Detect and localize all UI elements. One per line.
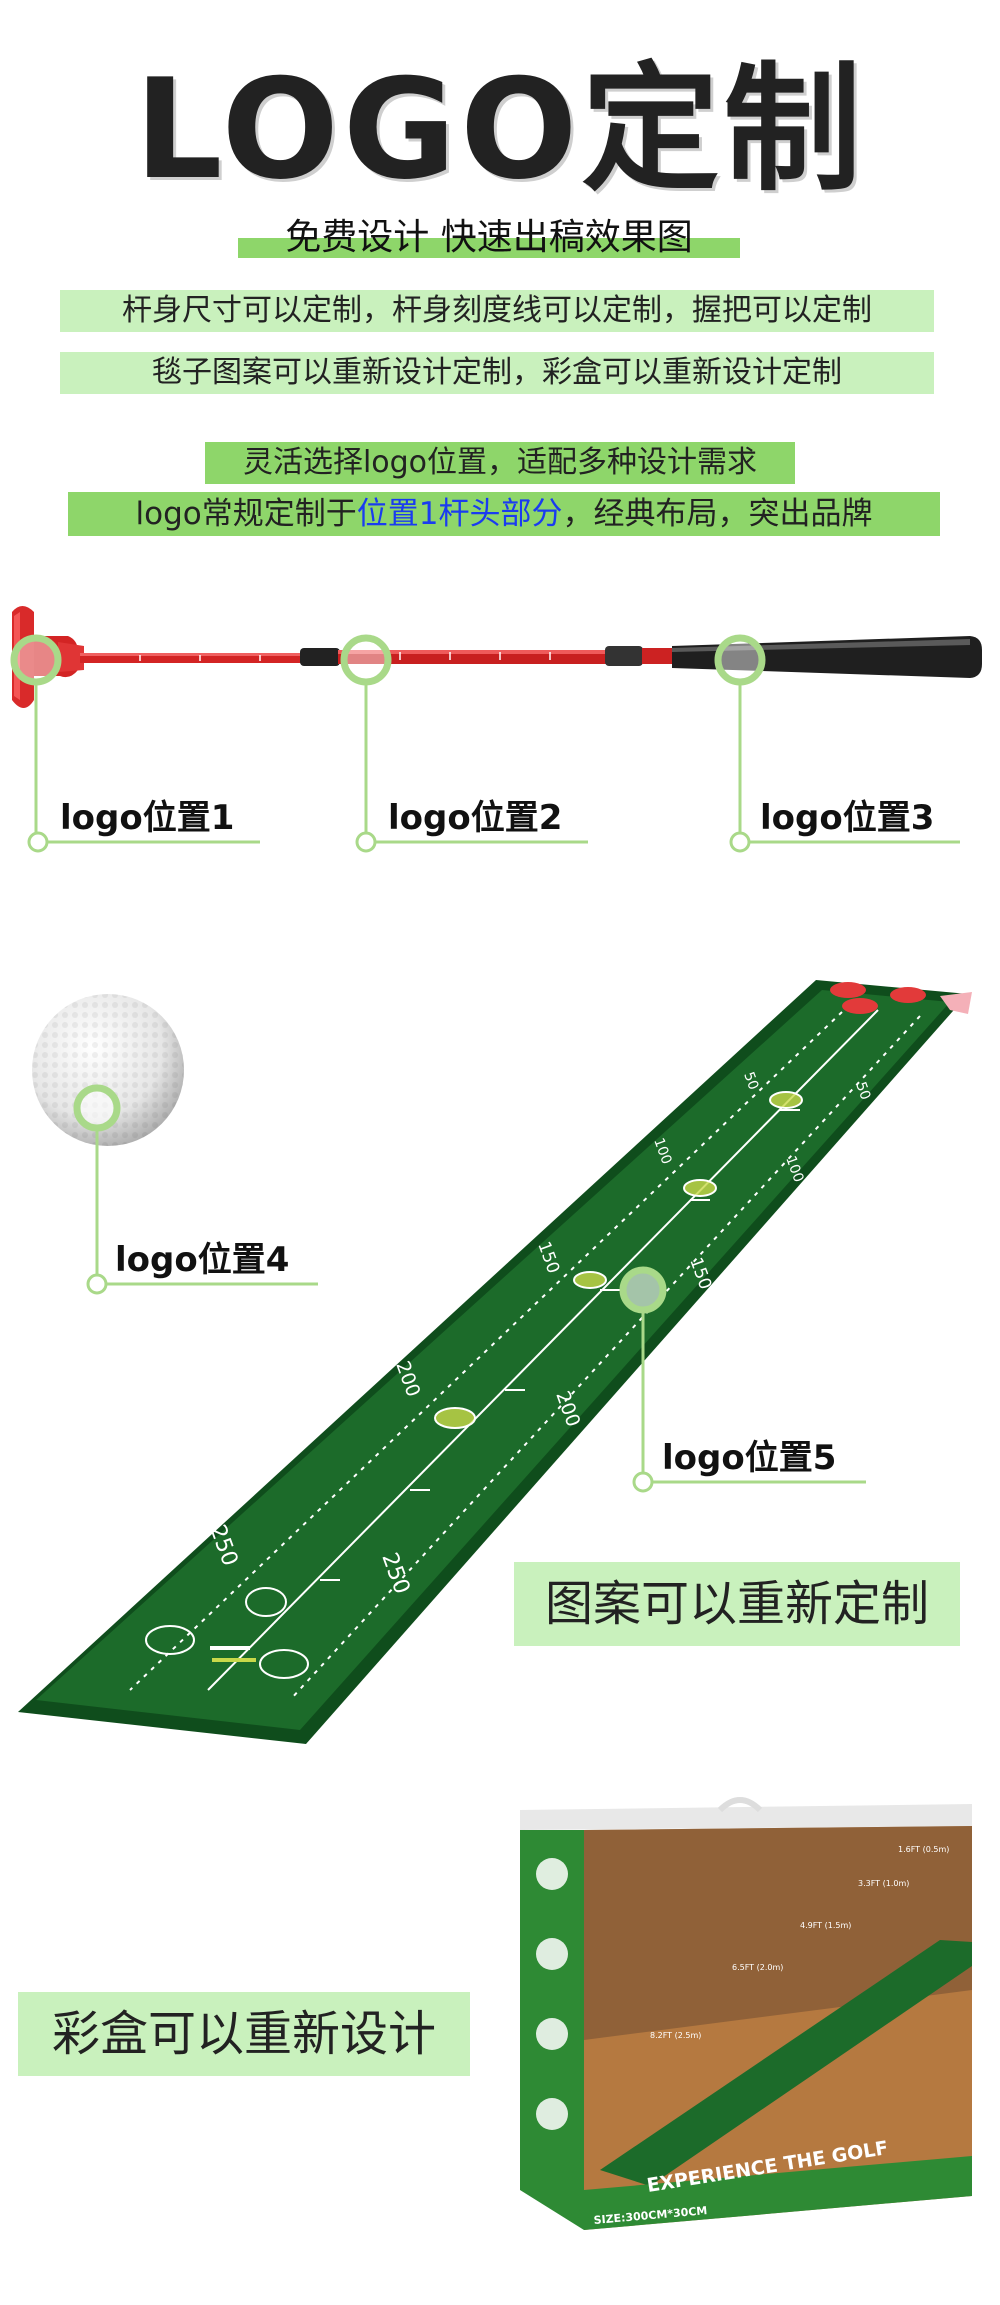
box-distance-1: 1.6FT (0.5m) [898,1845,949,1854]
box-distance-labels: 1.6FT (0.5m) 3.3FT (1.0m) 4.9FT (1.5m) 6… [650,1845,949,2040]
logo-marker-3[interactable] [714,634,960,853]
info-band-4-highlight: 位置1杆头部分 [356,496,563,532]
putter-illustration [10,606,982,853]
subtitle-band: 免费设计 快速出稿效果图 [238,218,740,258]
shaft-scale-ticks [139,652,551,661]
mat-center-line [207,1009,879,1691]
mat-ticks [320,1109,800,1581]
box-footer [584,2156,972,2230]
logo-marker-4[interactable] [73,1084,318,1295]
subtitle-text: 免费设计 快速出稿效果图 [285,217,693,258]
subtitle-underline [238,238,740,258]
logo-position-3-label: logo位置3 [760,798,935,838]
info-band-4-prefix: logo常规定制于 [135,496,357,532]
mat-holes [830,982,926,1014]
logo-marker-5[interactable] [619,1266,866,1493]
box-distance-2: 3.3FT (1.0m) [858,1879,909,1888]
product-box: EXPERIENCE THE GOLF SIZE:300CM*30CM 1.6F… [520,1797,972,2230]
logo-marker-1[interactable] [10,634,260,853]
mat-left-dash [129,1011,843,1691]
logo-position-5-label: logo位置5 [662,1438,837,1478]
box-distance-4: 6.5FT (2.0m) [732,1963,783,1972]
putter-shaft [80,646,672,666]
mat-targets [145,1091,803,1679]
info-band-4: logo常规定制于位置1杆头部分，经典布局，突出品牌 [68,492,940,536]
box-mat [600,1940,972,2186]
box-distance-3: 4.9FT (1.5m) [800,1921,851,1930]
logo-marker-2[interactable] [340,634,588,853]
box-caption: 彩盒可以重新设计 [18,1992,470,2076]
box-side-images [536,1858,568,2130]
logo-position-2-label: logo位置2 [388,798,563,838]
info-band-2: 毯子图案可以重新设计定制，彩盒可以重新设计定制 [60,352,934,394]
logo-position-1-label: logo位置1 [60,798,235,838]
info-band-1: 杆身尺寸可以定制，杆身刻度线可以定制，握把可以定制 [60,290,934,332]
mat-label-50-right: 50 [852,1080,873,1102]
box-distance-5: 8.2FT (2.5m) [650,2031,701,2040]
info-band-4-suffix: ，经典布局，突出品牌 [562,496,873,532]
page-title: LOGO定制 [134,49,866,210]
mat-label-50-left: 50 [740,1070,761,1092]
putting-mat: 50 50 100 100 150 150 200 200 250 250 [18,980,972,1744]
mat-marker-overlay [73,1084,866,1493]
info-band-3: 灵活选择logo位置，适配多种设计需求 [205,442,795,484]
logo-position-4-label: logo位置4 [115,1240,290,1280]
golf-ball [32,994,184,1146]
mat-caption: 图案可以重新定制 [514,1562,960,1646]
putter-grip [672,636,982,678]
